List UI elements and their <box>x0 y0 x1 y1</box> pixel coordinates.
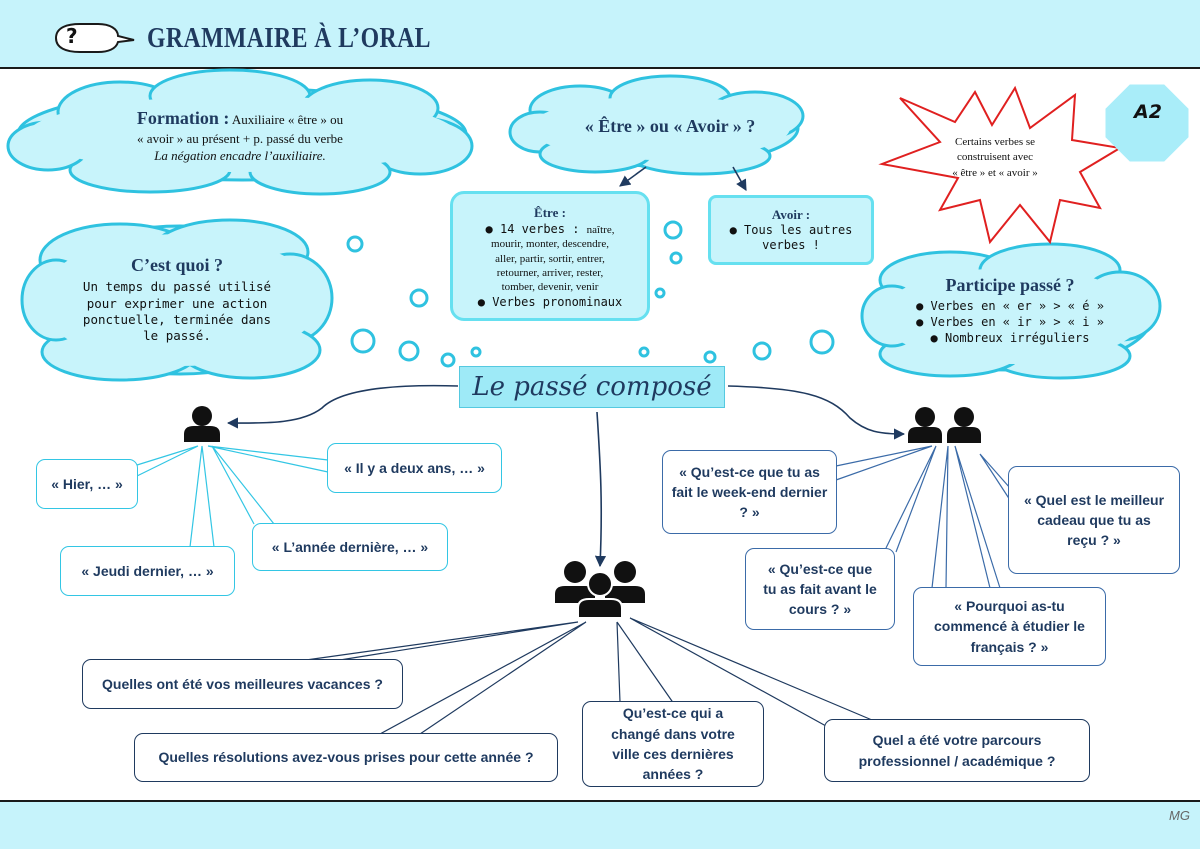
question-icon: ? <box>66 24 78 48</box>
level-badge-label: A2 <box>1134 101 1162 123</box>
bubble-deux-ans: « Il y a deux ans, … » <box>327 443 502 493</box>
tail-annee <box>211 445 275 525</box>
tail-jeudi <box>189 445 215 548</box>
header-bar <box>0 0 1200 69</box>
tail-cours <box>885 445 937 553</box>
bubble-hier: « Hier, … » <box>36 459 138 509</box>
tail-hier <box>136 445 199 477</box>
tail-resolutions <box>379 621 587 735</box>
tail-ville <box>616 621 675 705</box>
tail-weekend <box>835 445 933 481</box>
bubble-ville: Qu’est-ce qui a changé dans votre ville … <box>582 701 764 787</box>
bubble-vacances: Quelles ont été vos meilleures vacances … <box>82 659 403 709</box>
bubble-cadeau: « Quel est le meilleur cadeau que tu as … <box>1008 466 1180 574</box>
bubble-weekend: « Qu’est-ce que tu as fait le week-end d… <box>662 450 837 534</box>
etre-avoir-question: « Être » ou « Avoir » ? <box>584 116 756 136</box>
footer-bar <box>0 800 1200 849</box>
avoir-box <box>708 195 874 265</box>
arrow-to-single <box>226 384 459 429</box>
group-people-icon <box>555 561 645 619</box>
person-icon <box>184 406 220 442</box>
participe-text: Participe passé ? ● Verbes en « er » > «… <box>916 275 1104 345</box>
avoir-content: Avoir : ● Tous les autres verbes ! <box>729 207 853 253</box>
bubble-francais: « Pourquoi as-tu commencé à étudier le f… <box>913 587 1106 666</box>
tail-deux-ans <box>207 445 329 473</box>
bubble-parcours: Quel a été votre parcours professionnel … <box>824 719 1090 782</box>
star-note: Certains verbes se construisent avec « ê… <box>952 136 1038 179</box>
arrow-to-etre <box>619 166 647 187</box>
tail-cadeau <box>979 453 1011 501</box>
arrow-to-pair <box>727 385 906 440</box>
tail-parcours <box>629 617 873 727</box>
two-people-icon <box>908 407 981 443</box>
bubble-jeudi-dernier: « Jeudi dernier, … » <box>60 546 235 596</box>
etre-box <box>450 191 650 321</box>
level-badge <box>1105 84 1189 162</box>
tail-francais-2 <box>954 445 1001 589</box>
thought-bubbles <box>346 220 835 368</box>
tail-francais <box>931 445 949 589</box>
center-topic: Le passé composé <box>459 366 725 408</box>
tail-vacances <box>305 621 579 661</box>
arrow-to-avoir <box>732 166 747 191</box>
etre-content: Être : ● 14 verbes : naître, mourir, mon… <box>477 205 623 309</box>
star-burst <box>878 85 1123 245</box>
question-bubble-icon <box>54 23 135 53</box>
formation-text: Formation : Auxiliaire « être » ou « avo… <box>136 108 344 163</box>
bubble-resolutions: Quelles résolutions avez-vous prises pou… <box>134 733 558 782</box>
bubble-annee-derniere: « L’année dernière, … » <box>252 523 448 571</box>
author-signature: MG <box>1169 808 1190 823</box>
cest-quoi-text: C’est quoi ? Un temps du passé utilisé p… <box>82 255 272 344</box>
arrow-to-group <box>594 411 607 568</box>
page-title: GRAMMAIRE À L’ORAL <box>147 22 431 54</box>
bubble-cours: « Qu’est-ce que tu as fait avant le cour… <box>745 548 895 630</box>
